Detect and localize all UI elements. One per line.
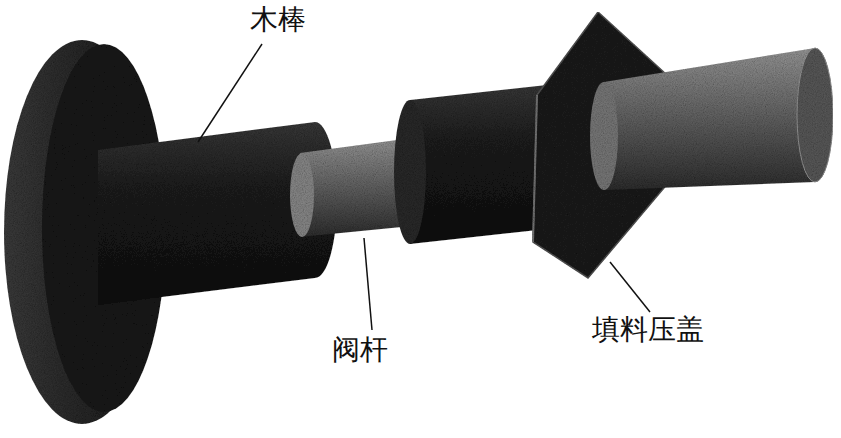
shaft-face	[797, 48, 833, 182]
gland-edge	[533, 95, 537, 242]
stem-end	[290, 153, 314, 237]
wood-stick	[98, 122, 337, 305]
leader-line	[198, 44, 262, 142]
shaft-root	[590, 82, 618, 190]
leader-line	[364, 238, 372, 330]
leader-line	[610, 262, 650, 312]
part-label: 木棒	[248, 4, 308, 36]
part-label: 填料压盖	[590, 314, 706, 346]
part-label: 阀杆	[330, 334, 390, 366]
stem-sleeve	[410, 84, 556, 244]
sleeve-end	[394, 100, 426, 244]
stem-end-shaft	[604, 48, 833, 190]
